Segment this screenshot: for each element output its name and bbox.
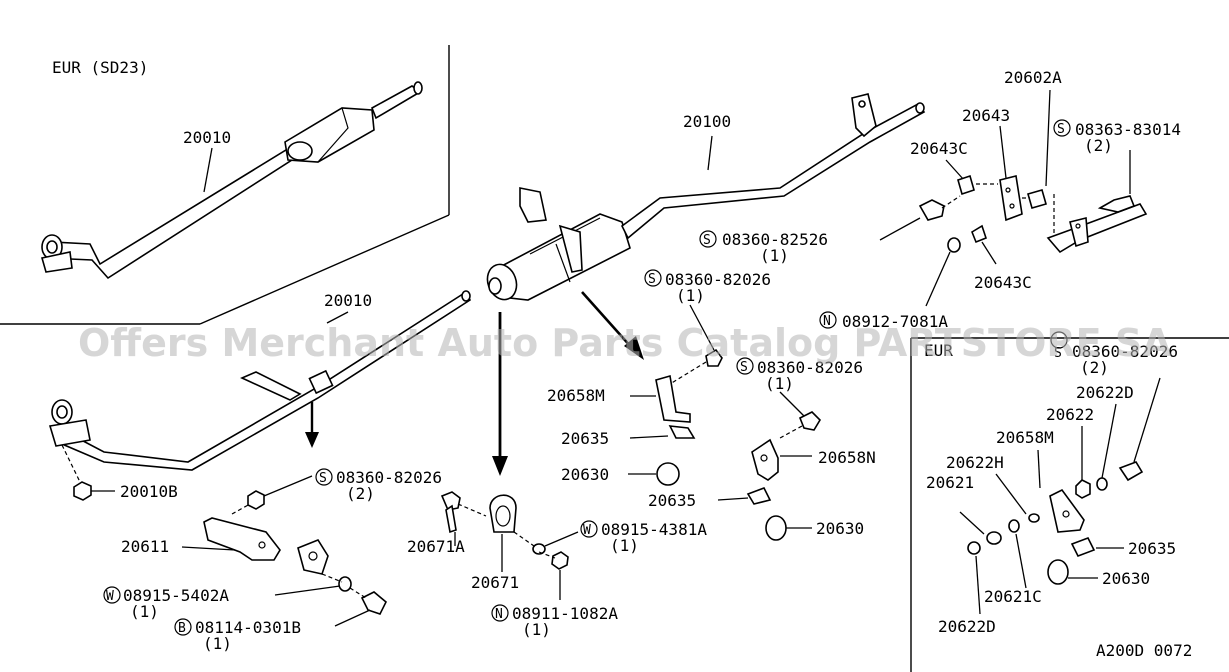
eur-sd23-variant-box: EUR (SD23) — [0, 45, 450, 325]
washer-symbol-w: W — [106, 589, 114, 604]
callout-b-08114-0301b: B 08114-0301B (1) — [174, 618, 301, 653]
label-20630-a: 20630 — [561, 465, 609, 484]
main-muffler-20100: 20100 — [486, 93, 926, 301]
nut-symbol-n: N — [495, 607, 503, 622]
label-20635-a: 20635 — [561, 429, 609, 448]
label-w-08915-5402a: 08915-5402A — [123, 586, 229, 605]
callout-w-08915-5402a: W 08915-5402A (1) — [103, 586, 229, 621]
region-label: EUR (SD23) — [52, 58, 148, 77]
hanger-20658-group: S 08360-82026 (1) S 08360-82026 (1) 2065… — [547, 269, 876, 541]
bolt-symbol-b: B — [178, 621, 186, 636]
screw-symbol-s: S — [648, 272, 656, 287]
qty-s-08363-83014: (2) — [1084, 136, 1113, 155]
qty-s-08360-82026-b: (1) — [765, 374, 794, 393]
label-n-08911-1082a: 08911-1082A — [512, 604, 618, 623]
label-inset-20622d-b: 20622D — [938, 617, 996, 636]
label-s-08363-83014: 08363-83014 — [1075, 120, 1181, 139]
label-b-08114-0301b: 08114-0301B — [195, 618, 301, 637]
label-inset-20621c: 20621C — [984, 587, 1042, 606]
label-20010-top: 20010 — [183, 128, 231, 147]
screw-symbol-s: S — [703, 233, 711, 248]
label-20602a: 20602A — [1004, 68, 1062, 87]
screw-symbol-s: S — [1054, 346, 1062, 361]
eur-inset-box: EUR — [910, 337, 1229, 672]
callout-n-08911-1082a: N 08911-1082A (1) — [491, 604, 618, 639]
label-20643c-bot: 20643C — [974, 273, 1032, 292]
label-w-08915-4381a: 08915-4381A — [601, 520, 707, 539]
watermark: Offers Merchant Auto Parts Catalog PARTS… — [78, 321, 1172, 365]
eur-inset-parts: S 08360-82026 (2) 20622D 20622 20658M 20… — [926, 342, 1178, 636]
bracket-20611-group: 20611 — [121, 475, 387, 627]
washer-symbol-w: W — [583, 523, 591, 538]
label-20658m: 20658M — [547, 386, 605, 405]
label-20671: 20671 — [471, 573, 519, 592]
qty-s-08360-82026-a: (1) — [676, 286, 705, 305]
rear-hanger-group: S 08360-82526 (1) 20643C 20643 20602A 20… — [699, 68, 1181, 349]
front-pipe-main: 20010 — [48, 290, 472, 471]
label-s-08360-82026-b: 08360-82026 — [757, 358, 863, 377]
label-20671a: 20671A — [407, 537, 465, 556]
label-s-08360-82526: 08360-82526 — [722, 230, 828, 249]
label-inset-20622d: 20622D — [1076, 383, 1134, 402]
label-20658n: 20658N — [818, 448, 876, 467]
label-20635-b: 20635 — [648, 491, 696, 510]
diagram-code: A200D 0072 — [1096, 641, 1192, 660]
label-20630-b: 20630 — [816, 519, 864, 538]
qty-w-08915-5402a: (1) — [130, 602, 159, 621]
qty-w-08915-4381a: (1) — [610, 536, 639, 555]
hanger-20671-group: 20671A 20671 — [407, 491, 579, 600]
label-n-08912-7081a: 08912-7081A — [842, 312, 948, 331]
front-pipe-variant: 20010 — [40, 81, 423, 280]
qty-n-08911-1082a: (1) — [522, 620, 551, 639]
label-s-08360-82026-c: 08360-82026 — [336, 468, 442, 487]
screw-symbol-s: S — [740, 360, 748, 375]
qty-s-08360-82526: (1) — [760, 246, 789, 265]
label-20100: 20100 — [683, 112, 731, 131]
label-inset-20621: 20621 — [926, 473, 974, 492]
bolt-20010b: 20010B — [61, 444, 178, 501]
screw-symbol-s: S — [319, 471, 327, 486]
label-20611: 20611 — [121, 537, 169, 556]
label-20010-main: 20010 — [324, 291, 372, 310]
qty-inset-s-08360: (2) — [1080, 358, 1109, 377]
label-inset-20622: 20622 — [1046, 405, 1094, 424]
label-inset-s-08360: 08360-82026 — [1072, 342, 1178, 361]
label-20010b: 20010B — [120, 482, 178, 501]
label-20643: 20643 — [962, 106, 1010, 125]
callout-w-08915-4381a: W 08915-4381A (1) — [580, 520, 707, 555]
qty-s-08360-82026-c: (2) — [346, 484, 375, 503]
label-inset-20635: 20635 — [1128, 539, 1176, 558]
label-inset-20630: 20630 — [1102, 569, 1150, 588]
label-20643c-top: 20643C — [910, 139, 968, 158]
label-inset-20622h: 20622H — [946, 453, 1004, 472]
direction-arrows — [305, 291, 644, 476]
qty-b-08114-0301b: (1) — [203, 634, 232, 653]
screw-symbol-s: S — [1057, 122, 1065, 137]
label-s-08360-82026-a: 08360-82026 — [665, 270, 771, 289]
nut-symbol-n: N — [823, 314, 831, 329]
label-inset-20658m: 20658M — [996, 428, 1054, 447]
inset-label: EUR — [924, 341, 953, 360]
callout-s-08360-82026-qty2: S 08360-82026 (2) — [315, 468, 442, 503]
